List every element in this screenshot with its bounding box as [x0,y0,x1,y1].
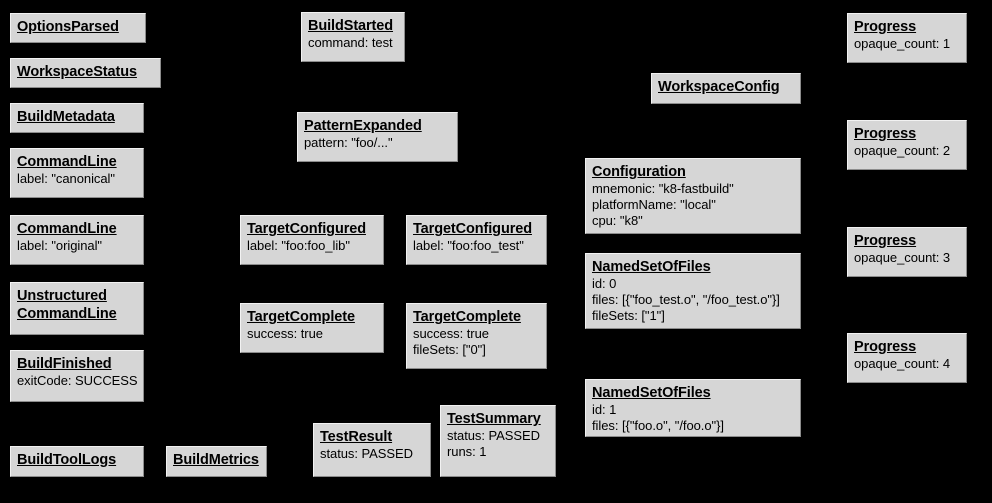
event-node-field: exitCode: SUCCESS [17,373,138,388]
event-node-fields: pattern: "foo/..." [304,135,451,151]
event-node-unstructured-cmdline[interactable]: Unstructured CommandLine [10,282,144,335]
event-node-title: TargetComplete [413,309,521,325]
event-node-field: label: "original" [17,238,102,253]
event-node-fields: opaque_count: 2 [854,143,960,159]
event-node-title: Progress [854,339,917,355]
event-node-fields: command: test [308,35,398,51]
event-node-field: success: true [413,326,489,341]
event-node-title: PatternExpanded [304,118,422,134]
event-node-options-parsed[interactable]: OptionsParsed [10,13,146,43]
event-node-field: success: true [247,326,323,341]
event-node-field: files: [{"foo_test.o", "/foo_test.o"}] [592,292,780,307]
event-node-title: CommandLine [17,154,117,170]
event-node-fields: success: true [247,326,377,342]
event-node-build-metadata[interactable]: BuildMetadata [10,103,144,133]
event-node-title: Unstructured CommandLine [17,288,117,322]
event-node-field: opaque_count: 1 [854,36,951,51]
event-node-field: id: 0 [592,276,617,291]
event-node-title: BuildToolLogs [17,452,117,468]
event-node-title: Progress [854,19,917,35]
event-node-workspace-status[interactable]: WorkspaceStatus [10,58,161,88]
event-node-field: opaque_count: 2 [854,143,951,158]
event-node-field: status: PASSED [447,428,540,443]
event-node-fields: label: "foo:foo_lib" [247,238,377,254]
event-node-field: cpu: "k8" [592,213,643,228]
event-node-field: label: "foo:foo_test" [413,238,524,253]
event-node-title: OptionsParsed [17,19,119,35]
event-node-fields: opaque_count: 1 [854,36,960,52]
event-node-title: WorkspaceConfig [658,79,780,95]
event-node-fields: label: "canonical" [17,171,137,187]
event-node-fields: status: PASSED [320,446,424,462]
event-node-title: Progress [854,233,917,249]
event-node-field: fileSets: ["0"] [413,342,486,357]
event-node-field: pattern: "foo/..." [304,135,393,150]
event-node-title: TestResult [320,429,393,445]
event-node-fields: exitCode: SUCCESS [17,373,138,389]
event-node-field: opaque_count: 4 [854,356,951,371]
event-node-title: BuildStarted [308,18,394,34]
event-node-title: WorkspaceStatus [17,64,137,80]
event-node-title: BuildMetadata [17,109,115,125]
event-node-fields: label: "foo:foo_test" [413,238,540,254]
event-node-title: NamedSetOfFiles [592,259,711,275]
event-node-field: opaque_count: 3 [854,250,951,265]
event-node-field: mnemonic: "k8-fastbuild" [592,181,734,196]
event-node-title: TestSummary [447,411,541,427]
event-node-build-metrics[interactable]: BuildMetrics [166,446,267,477]
event-node-title: TargetConfigured [413,221,532,237]
event-node-fields: mnemonic: "k8-fastbuild"platformName: "l… [592,181,794,229]
event-node-workspace-config[interactable]: WorkspaceConfig [651,73,801,104]
event-node-title: CommandLine [17,221,117,237]
event-node-field: status: PASSED [320,446,413,461]
event-node-fields: opaque_count: 3 [854,250,960,266]
event-node-field: id: 1 [592,402,617,417]
event-node-field: fileSets: ["1"] [592,308,665,323]
event-node-title: TargetConfigured [247,221,366,237]
event-node-title: Progress [854,126,917,142]
event-node-title: BuildFinished [17,356,112,372]
event-node-field: files: [{"foo.o", "/foo.o"}] [592,418,724,433]
event-node-title: NamedSetOfFiles [592,385,711,401]
event-node-fields: opaque_count: 4 [854,356,960,372]
event-node-field: label: "canonical" [17,171,115,186]
event-node-field: platformName: "local" [592,197,716,212]
event-node-field: runs: 1 [447,444,487,459]
event-node-title: BuildMetrics [173,452,259,468]
event-node-field: command: test [308,35,393,50]
event-node-field: label: "foo:foo_lib" [247,238,350,253]
event-node-title: Configuration [592,164,686,180]
event-node-title: TargetComplete [247,309,355,325]
event-node-build-tool-logs[interactable]: BuildToolLogs [10,446,144,477]
event-node-fields: label: "original" [17,238,137,254]
